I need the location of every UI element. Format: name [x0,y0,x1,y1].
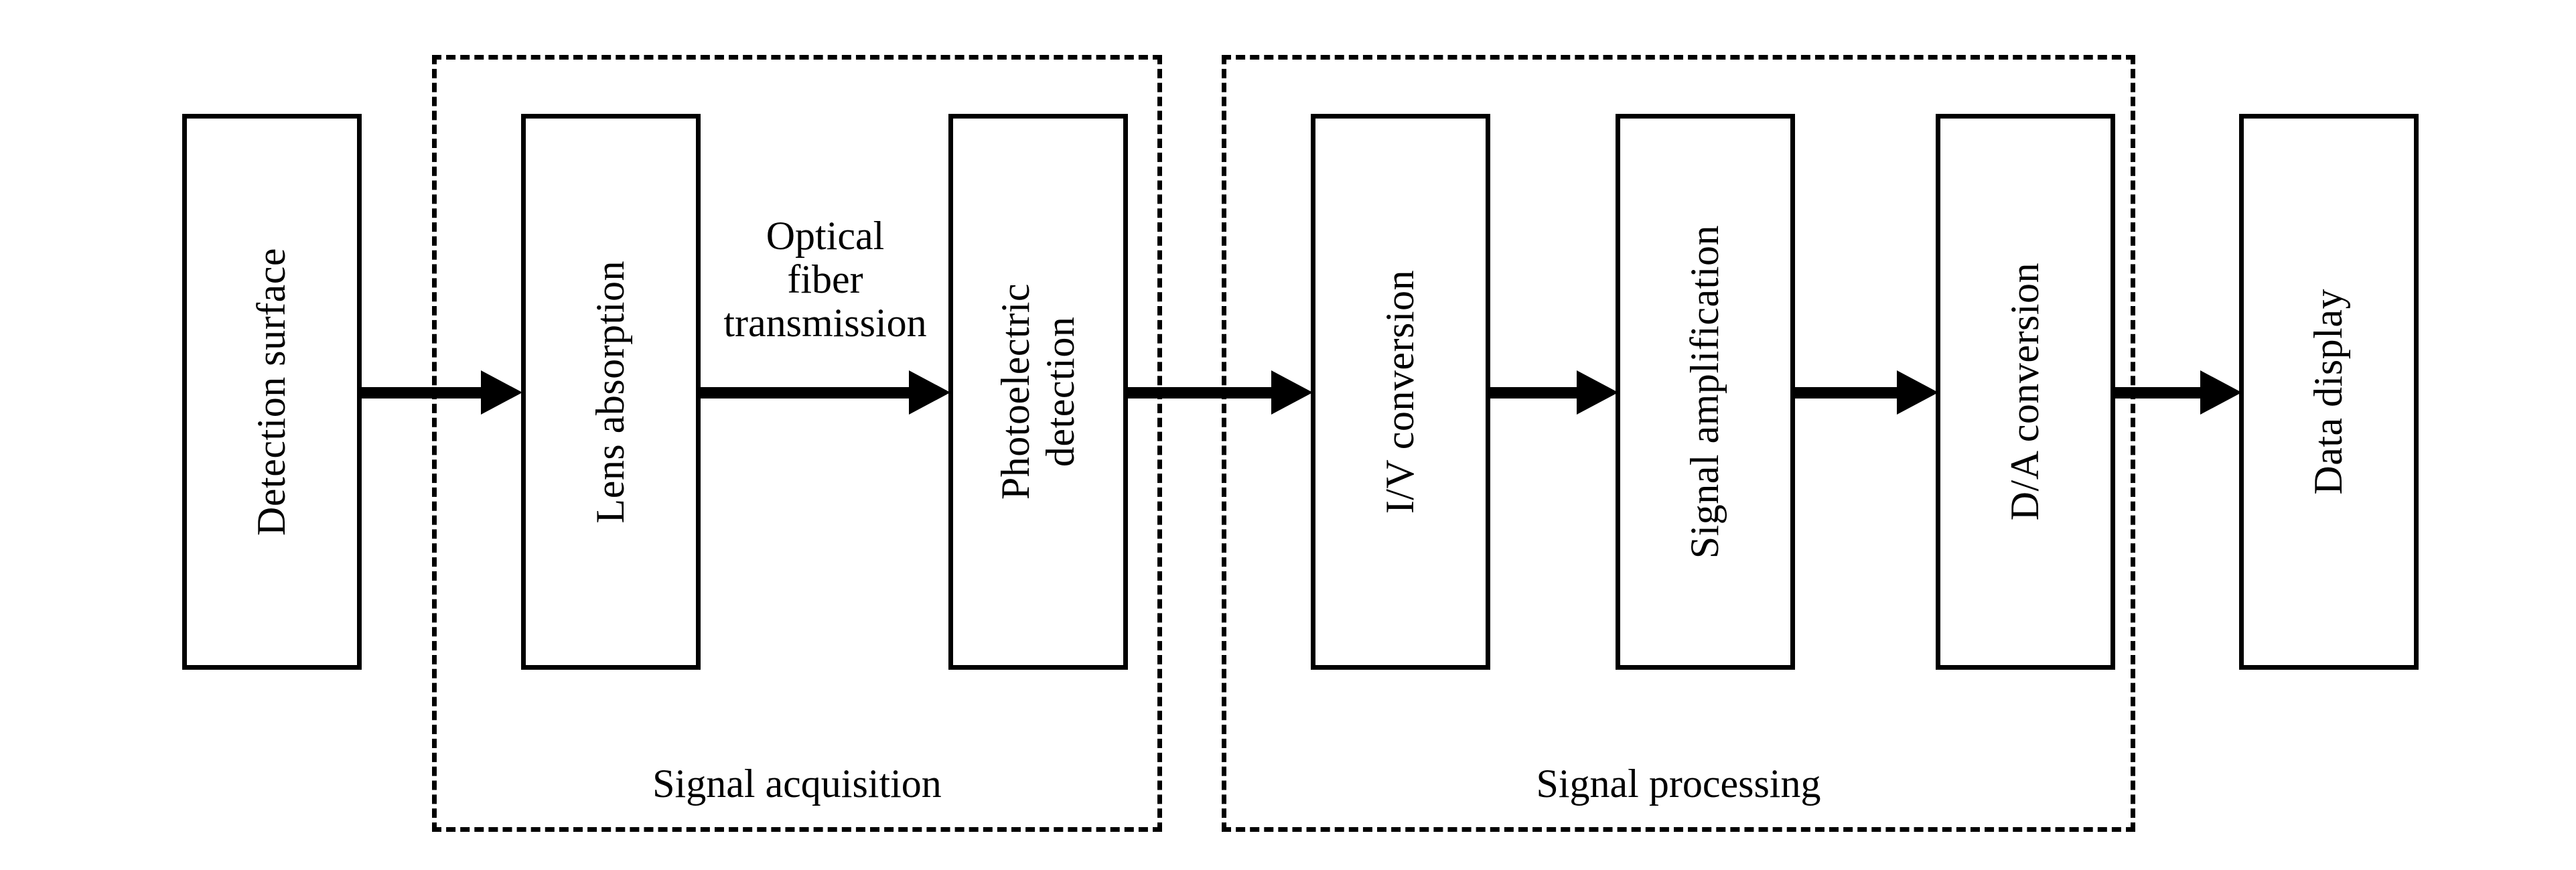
block-signal-amplification[interactable]: Signal amplification [1616,114,1795,670]
group-caption-signal-acquisition: Signal acquisition [652,762,942,806]
group-signal-acquisition [432,55,1162,832]
block-photoelectric-detection[interactable]: Photoelectric detection [948,114,1128,670]
arrow-head-icon [481,370,522,415]
block-lens-absorption[interactable]: Lens absorption [521,114,701,670]
arrow-head-icon [909,370,950,415]
block-detection-surface[interactable]: Detection surface [182,114,362,670]
block-label-da-conversion: D/A conversion [2003,263,2048,521]
block-label-detection-surface: Detection surface [249,248,294,536]
block-label-signal-amplification: Signal amplification [1683,224,1727,559]
label-optical-fiber-transmission: Optical fiber transmission [723,214,927,345]
arrow-shaft [1125,387,1274,398]
block-iv-conversion[interactable]: I/V conversion [1311,114,1490,670]
arrow-shaft [358,387,484,398]
group-signal-processing [1222,55,2135,832]
block-label-data-display: Data display [2306,289,2351,495]
arrow-head-icon [1577,370,1618,415]
arrow-shaft [1792,387,1900,398]
arrow-shaft [1487,387,1579,398]
group-caption-signal-processing: Signal processing [1536,762,1821,806]
block-da-conversion[interactable]: D/A conversion [1936,114,2115,670]
block-label-photoelectric-detection: Photoelectric detection [993,283,1082,500]
arrow-shaft [697,387,912,398]
arrow-head-icon [1897,370,1938,415]
arrow-shaft [2112,387,2203,398]
block-label-iv-conversion: I/V conversion [1378,269,1423,514]
arrow-head-icon [2200,370,2242,415]
block-label-lens-absorption: Lens absorption [588,260,633,524]
arrow-head-icon [1271,370,1313,415]
block-data-display[interactable]: Data display [2239,114,2419,670]
